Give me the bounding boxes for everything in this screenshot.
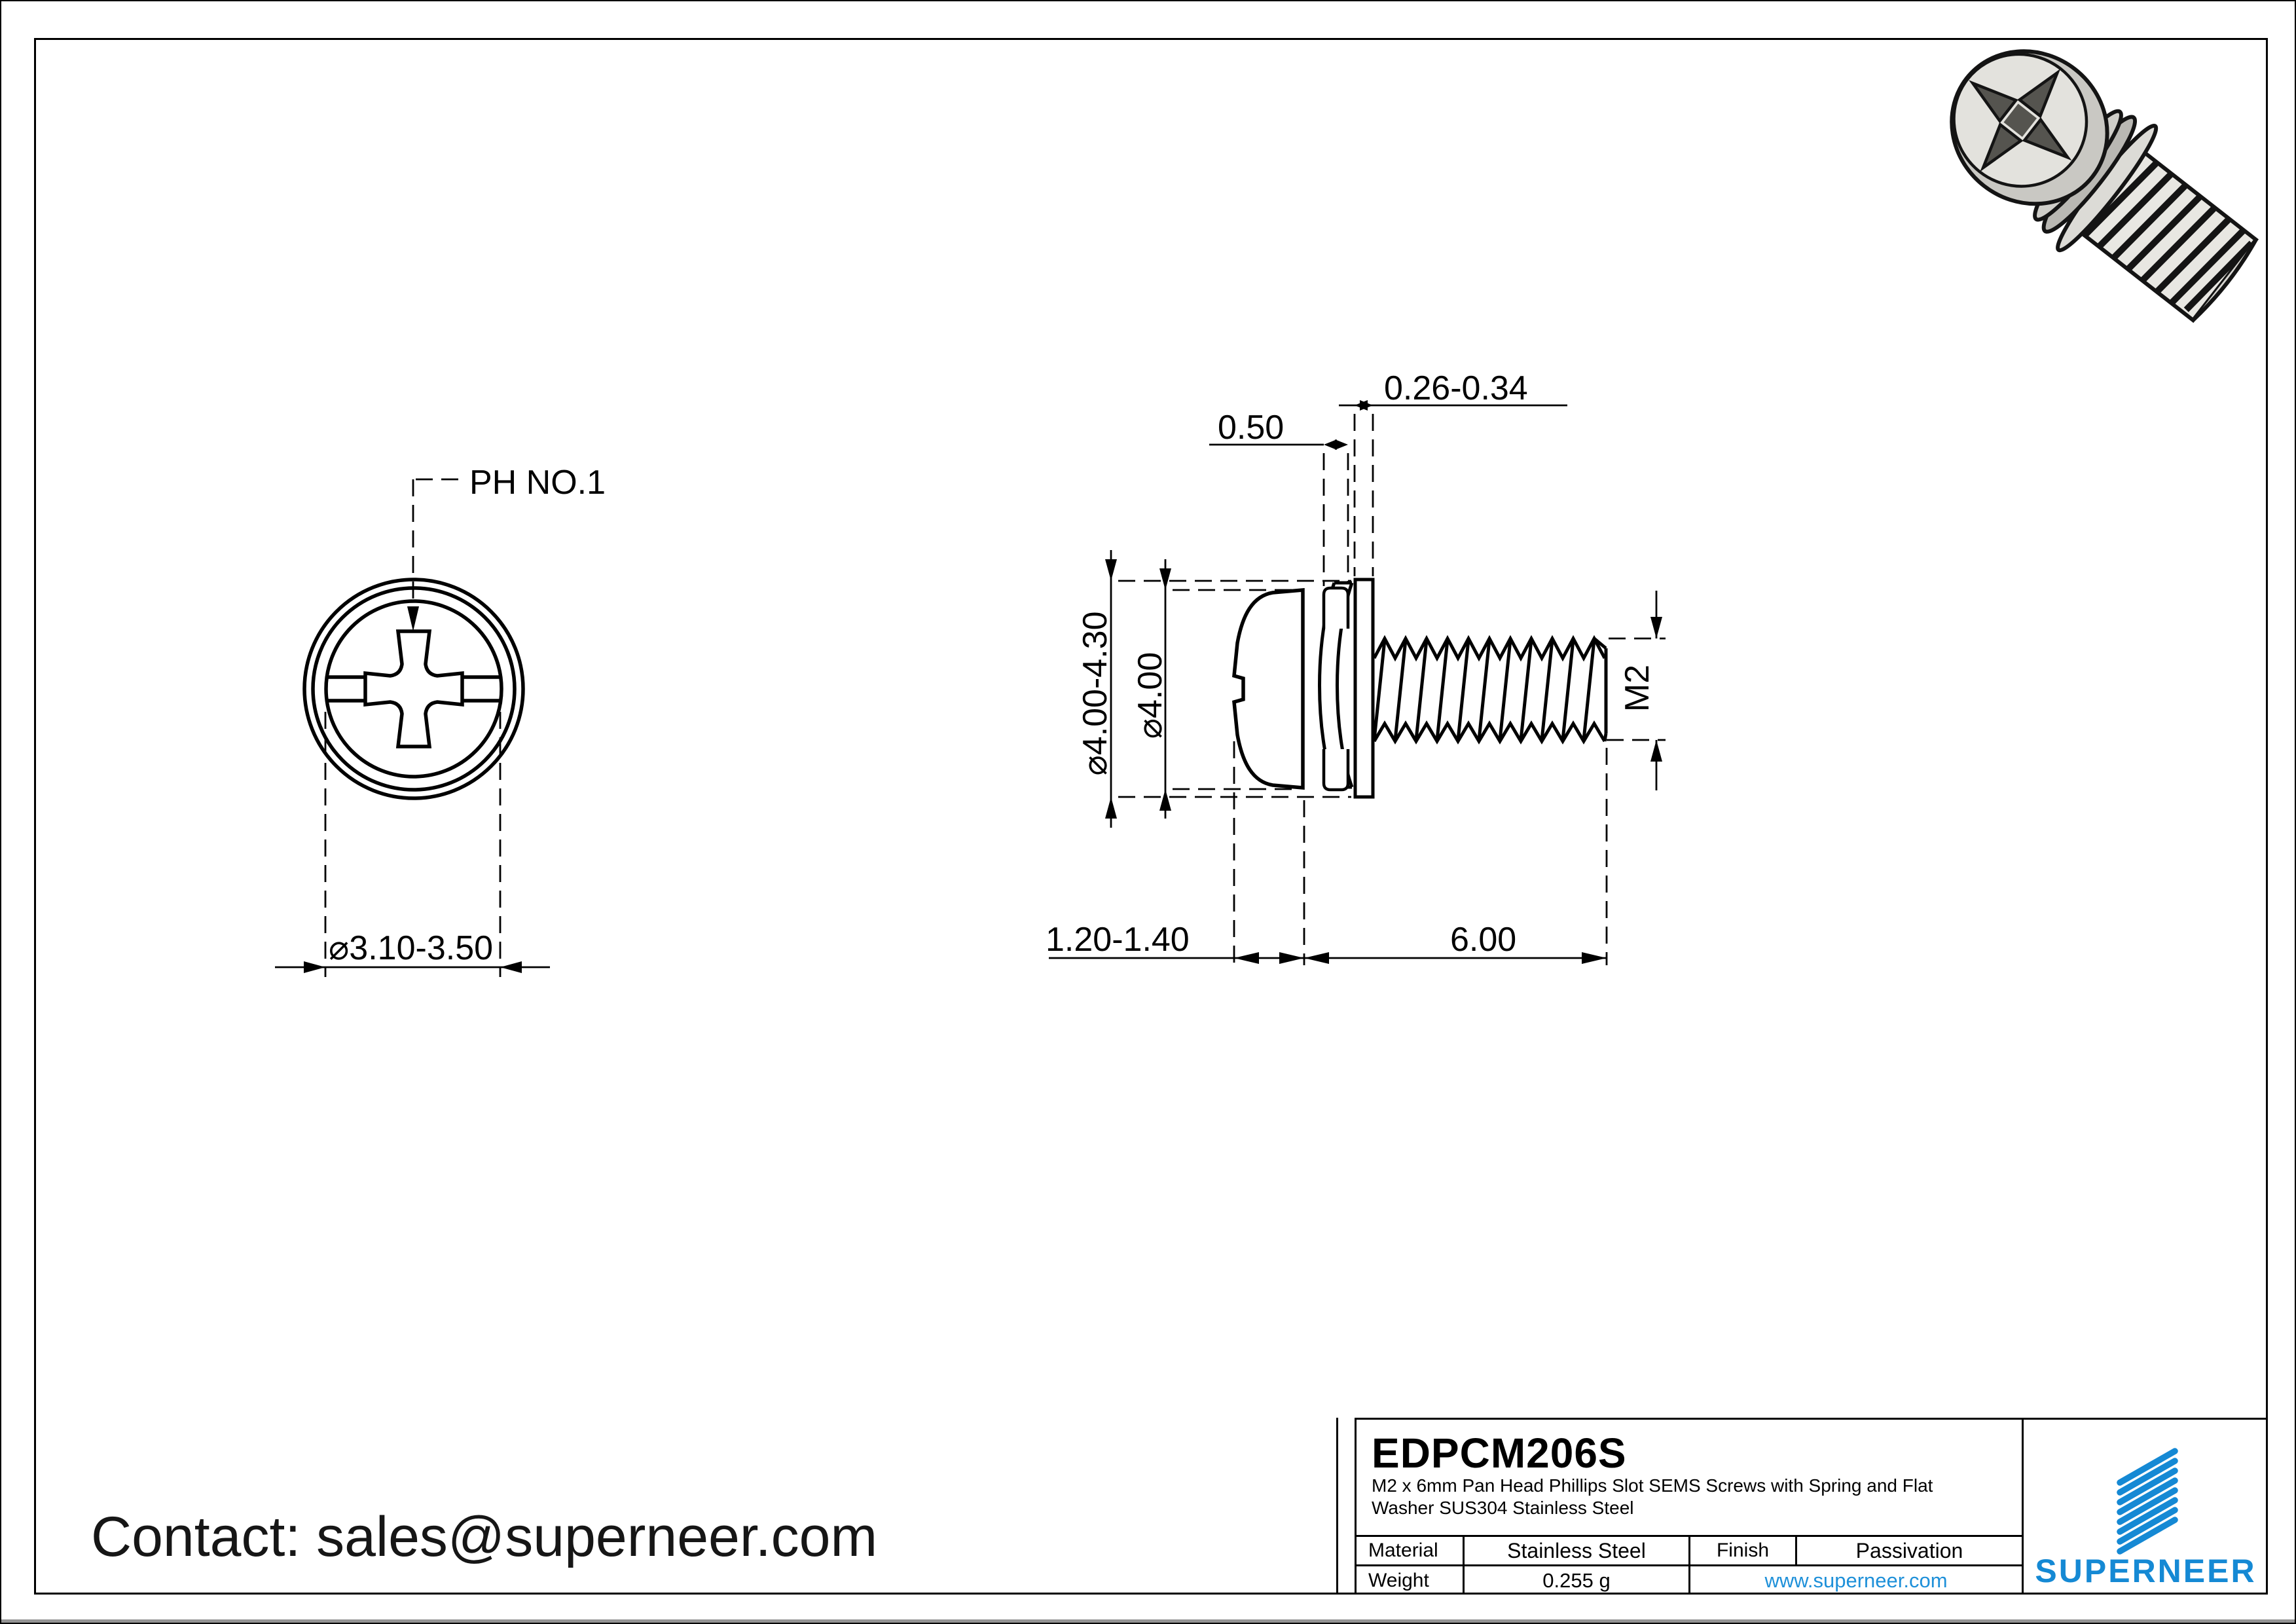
dim-flat-thickness (1339, 400, 1567, 576)
head-height-dim: 1.20-1.40 (1046, 921, 1190, 959)
flat-washer (1353, 578, 1375, 799)
sheet-border-frame (34, 38, 2268, 1595)
slot-lines (326, 675, 501, 703)
head-outer-circle (302, 578, 525, 800)
dim-lengths (1049, 741, 1608, 965)
contact-text: Contact: sales@superneer.com (91, 1505, 878, 1568)
washer-od-dim: ⌀4.00-4.30 (1076, 611, 1114, 775)
finish-value: Passivation (1855, 1538, 1963, 1562)
thread-length-dim: 6.00 (1450, 921, 1516, 959)
table-line (1463, 1535, 1465, 1595)
spring-thickness-dim: 0.50 (1218, 409, 1284, 447)
finish-label: Finish (1716, 1540, 1770, 1561)
recess-circle (324, 599, 503, 779)
phillips-3d-icon (1968, 68, 2072, 172)
material-label: Material (1368, 1540, 1438, 1561)
screw-3d-render (1950, 49, 2259, 323)
thread-spec-dim: M2 (1618, 665, 1656, 712)
weight-label: Weight (1368, 1569, 1429, 1591)
dim-washer-od (1105, 550, 1351, 828)
title-block: EDPCM206S M2 x 6mm Pan Head Phillips Slo… (1355, 1418, 2268, 1595)
title-block-margin-line (1336, 1418, 1338, 1595)
website-link[interactable]: www.superneer.com (1764, 1568, 1948, 1592)
head-od-dim: ⌀4.00 (1131, 652, 1169, 739)
part-description-line1: M2 x 6mm Pan Head Phillips Slot SEMS Scr… (1372, 1475, 1933, 1496)
dim-head-od (1159, 559, 1294, 819)
part-description-line2: Washer SUS304 Stainless Steel (1372, 1498, 1634, 1518)
leader-arrow-icon (407, 606, 419, 631)
dim-thread (1607, 591, 1666, 790)
front-diameter-dim: ⌀3.10-3.50 (329, 929, 493, 967)
head-profile (1232, 588, 1305, 790)
weight-value: 0.255 g (1542, 1568, 1611, 1592)
recess-label: PH NO.1 (469, 464, 606, 502)
part-description: M2 x 6mm Pan Head Phillips Slot SEMS Scr… (1372, 1475, 2020, 1519)
thread-stripes-3d (2083, 160, 2254, 312)
front-view (302, 578, 525, 800)
side-view (1232, 578, 1608, 799)
dim-spring-thickness (1209, 439, 1349, 586)
brand-wordmark: SUPERNEER (2035, 1553, 2257, 1589)
table-line (2022, 1420, 2024, 1595)
flat-thickness-dim: 0.26-0.34 (1384, 369, 1528, 407)
front-dim (275, 712, 550, 977)
table-line (1688, 1535, 1690, 1595)
page-bottom-strip (1, 1619, 2295, 1623)
thread-profile (1372, 635, 1608, 745)
brand-logo-icon (2117, 1448, 2178, 1555)
ph-leader (407, 478, 466, 631)
spring-washer (1318, 581, 1354, 792)
part-number: EDPCM206S (1372, 1430, 1627, 1477)
phillips-cross-icon (363, 629, 464, 748)
material-value: Stainless Steel (1507, 1538, 1646, 1562)
table-line (1795, 1535, 1797, 1564)
shank-tip-3d (2191, 238, 2258, 322)
